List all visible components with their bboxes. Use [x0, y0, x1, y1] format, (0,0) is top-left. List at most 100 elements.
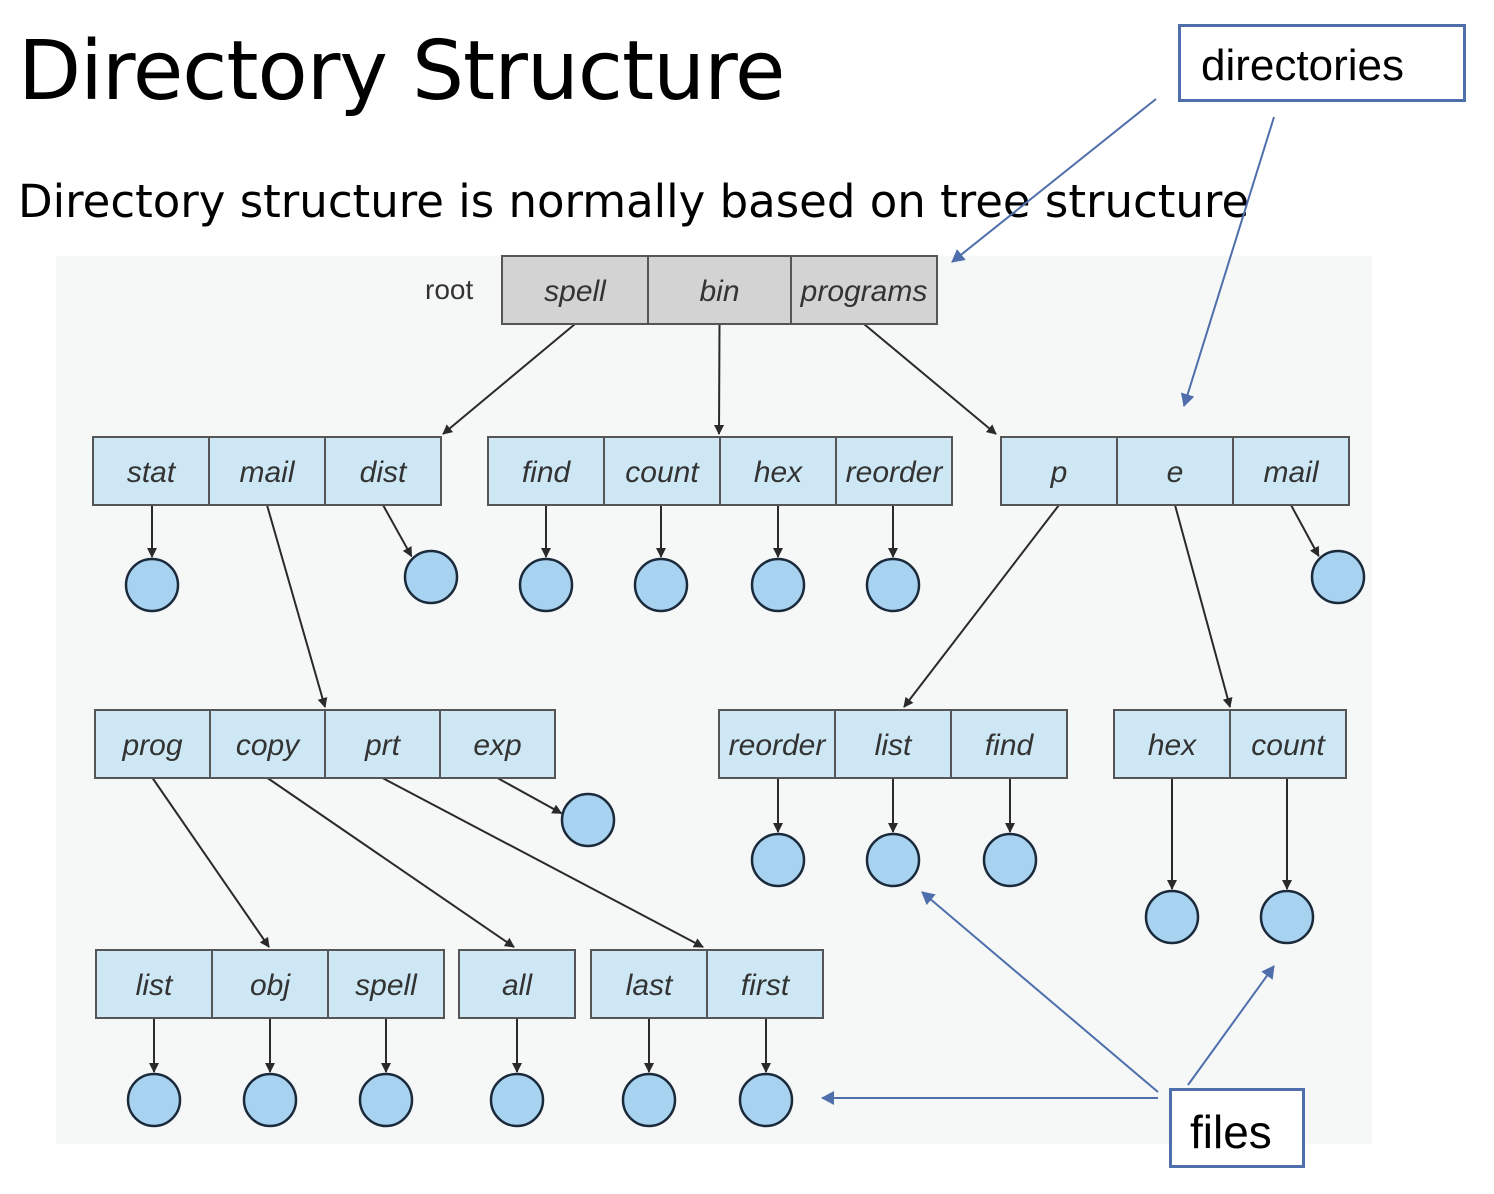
dir-entry-cell — [790, 255, 938, 325]
slide-title: Directory Structure — [18, 24, 785, 119]
file-node-spell — [358, 1072, 414, 1128]
dir-entry-exp: exp — [473, 729, 521, 762]
root-label: root — [425, 274, 473, 305]
files-arrow-to-list-file — [921, 891, 1159, 1093]
dir-entry-last: last — [626, 969, 674, 1002]
dir-entry-spell: spell — [544, 275, 607, 308]
dir-prt-entries: last first — [590, 949, 824, 1019]
dir-bin-entries: find count hex reorder — [487, 436, 953, 506]
files-arrow-to-count-file — [1187, 965, 1275, 1086]
file-node-find — [518, 557, 574, 613]
edge-programs-to-e — [1174, 504, 1233, 708]
dir-entry-cell — [647, 255, 792, 325]
directories-callout: directories — [1178, 24, 1466, 102]
file-node-count — [1259, 889, 1315, 945]
dir-entry-cell — [208, 436, 326, 506]
file-node-list — [126, 1072, 182, 1128]
callout-arrows — [821, 98, 1275, 1105]
dir-entry-cell — [718, 709, 836, 779]
slide-subtitle: Directory structure is normally based on… — [18, 175, 1250, 228]
file-node-stat — [124, 557, 180, 613]
dir-entry-cell — [719, 436, 837, 506]
file-node-find — [982, 832, 1038, 888]
dir-entry-programs: programs — [800, 275, 928, 308]
dir-entry-spell: spell — [355, 969, 418, 1002]
file-node-first — [738, 1072, 794, 1128]
dir-entry-hex: hex — [1148, 729, 1197, 762]
dir-entry-hex: hex — [754, 456, 803, 489]
dir-mail-entries: prog copy prt exp — [94, 709, 556, 779]
edge-mail-to-prog — [151, 777, 270, 948]
edge-mail-to-prt — [382, 777, 704, 948]
dir-entry-cell — [94, 709, 211, 779]
dir-entry-cell — [327, 949, 445, 1019]
dir-entry-reorder: reorder — [846, 456, 944, 489]
dir-programs-entries: p e mail — [1000, 436, 1350, 506]
dir-entry-cell — [1229, 709, 1347, 779]
directory-groups: spell bin programs stat mail dist find count hex… — [92, 255, 1350, 1019]
dir-entry-cell — [835, 436, 953, 506]
dir-entry-list: list — [136, 969, 174, 1002]
dir-entry-cell — [439, 709, 556, 779]
dir-entry-prt: prt — [364, 729, 402, 762]
dir-entry-cell — [1116, 436, 1234, 506]
dir-entry-mail: mail — [1263, 456, 1319, 489]
dir-entry-cell — [501, 255, 649, 325]
file-node-count — [633, 557, 689, 613]
dir-entry-list: list — [875, 729, 913, 762]
dir-entry-cell — [458, 949, 576, 1019]
dir-entry-cell — [211, 949, 329, 1019]
dir-entry-reorder: reorder — [729, 729, 827, 762]
file-node-mail — [1310, 549, 1366, 605]
edge-programs-mail-to-file — [1290, 504, 1320, 557]
edge-root-to-bin — [714, 323, 725, 435]
file-node-exp — [560, 792, 616, 848]
edge-root-to-programs — [863, 323, 997, 435]
file-node-all — [489, 1072, 545, 1128]
dir-entry-cell — [487, 436, 605, 506]
dir-entry-obj: obj — [250, 969, 291, 1002]
file-node-reorder — [750, 832, 806, 888]
dir-root-entries: spell bin programs — [501, 255, 938, 325]
file-node-dist — [403, 549, 459, 605]
dir-entry-cell — [1000, 436, 1118, 506]
dir-entry-all: all — [502, 969, 533, 1002]
dir-entry-first: first — [741, 969, 791, 1002]
files-callout: files — [1169, 1088, 1305, 1168]
dir-entry-bin: bin — [699, 275, 739, 308]
dir-entry-count: count — [625, 456, 700, 489]
directories-arrow-to-programs-dir — [1180, 116, 1275, 407]
dir-entry-cell — [834, 709, 952, 779]
edge-mail-exp-to-file — [497, 777, 563, 815]
dir-entry-prog: prog — [121, 729, 182, 762]
file-node-obj — [242, 1072, 298, 1128]
dir-entry-mail: mail — [239, 456, 295, 489]
edge-spell-to-mail — [266, 504, 328, 708]
dir-entry-dist: dist — [360, 456, 408, 489]
directories-arrow-to-root — [951, 98, 1157, 263]
dir-entry-find: find — [522, 456, 572, 489]
tree-edges — [147, 323, 1320, 1073]
dir-entry-p: p — [1050, 456, 1068, 489]
dir-entry-cell — [324, 436, 442, 506]
file-node-reorder — [865, 557, 921, 613]
file-nodes — [124, 549, 1366, 1128]
dir-entry-cell — [706, 949, 824, 1019]
dir-entry-cell — [95, 949, 213, 1019]
edge-mail-to-copy — [266, 777, 515, 948]
file-node-hex — [1144, 889, 1200, 945]
dir-prog-entries: list obj spell — [95, 949, 445, 1019]
dir-spell-entries: stat mail dist — [92, 436, 442, 506]
dir-entry-e: e — [1167, 456, 1184, 489]
dir-entry-cell — [1113, 709, 1231, 779]
dir-entry-copy: copy — [236, 729, 301, 762]
edge-root-to-spell — [442, 323, 576, 435]
dir-entry-cell — [1232, 436, 1350, 506]
file-node-last — [621, 1072, 677, 1128]
dir-entry-stat: stat — [127, 456, 177, 489]
dir-entry-cell — [92, 436, 210, 506]
file-node-list — [865, 832, 921, 888]
